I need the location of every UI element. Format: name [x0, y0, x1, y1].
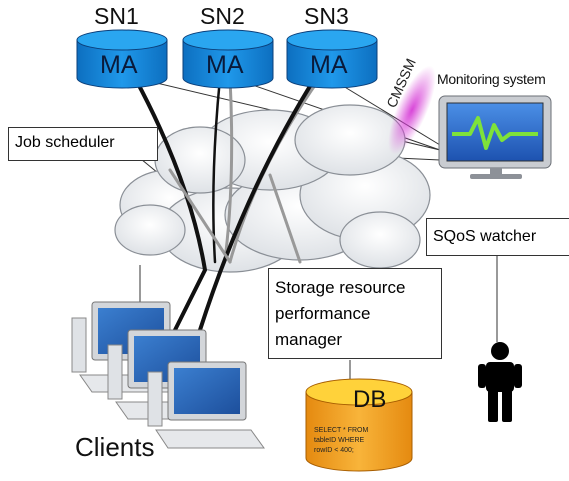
storage-manager-line: Storage resource [275, 278, 406, 297]
db-query: SELECT * FROM tableID WHERE rowID < 400; [314, 426, 368, 456]
monitor-icon [438, 95, 552, 179]
db-query-line: rowID < 400; [314, 447, 354, 454]
storage-manager-line: performance [275, 304, 371, 323]
ma-label: MA [206, 51, 244, 79]
sqos-watcher-box: SQoS watcher [426, 218, 569, 256]
job-scheduler-box: Job scheduler [8, 127, 158, 161]
person-icon [478, 342, 522, 422]
storage-disk-icon [286, 29, 378, 89]
db-query-line: tableID WHERE [314, 437, 365, 444]
storage-manager-box: Storage resource performance manager [268, 268, 442, 359]
sn2-label: SN2 [200, 3, 245, 29]
db-label: DB [353, 386, 387, 413]
ma-label: MA [100, 51, 138, 79]
monitoring-system-label: Monitoring system [437, 71, 546, 87]
job-scheduler-label: Job scheduler [15, 134, 115, 151]
computer-icon [147, 361, 265, 449]
ma-label: MA [310, 51, 348, 79]
database-icon [305, 378, 413, 472]
network-links [133, 76, 322, 332]
storage-manager-line: manager [275, 330, 343, 349]
clients-label: Clients [75, 432, 155, 462]
storage-disk-icon [76, 29, 168, 89]
sn1-label: SN1 [94, 3, 139, 29]
cloud-icon [114, 104, 431, 273]
db-query-line: SELECT * FROM [314, 427, 369, 434]
storage-disk-icon [182, 29, 274, 89]
sn3-label: SN3 [304, 3, 349, 29]
sqos-watcher-label: SQoS watcher [433, 228, 537, 245]
cmssm-glow [388, 65, 436, 155]
